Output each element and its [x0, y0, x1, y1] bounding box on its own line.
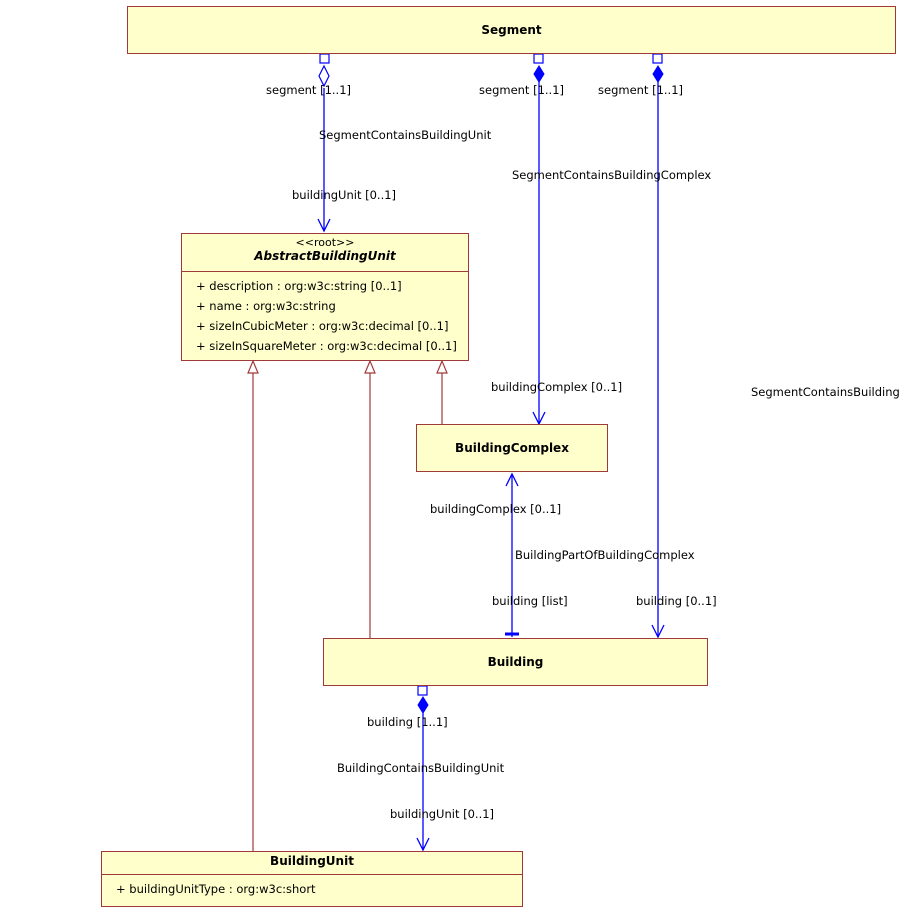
class-header: BuildingUnit [102, 852, 522, 875]
attribute: + buildingUnitType : org:w3c:short [116, 882, 316, 896]
association-name: BuildingPartOfBuildingComplex [515, 548, 695, 562]
role-label: segment [1..1] [479, 83, 565, 97]
attribute-list: + description : org:w3c:string [0..1] + … [182, 272, 468, 356]
attribute: + sizeInSquareMeter : org:w3c:decimal [0… [196, 339, 457, 353]
generalization-arrowhead [364, 359, 376, 374]
role-label: buildingComplex [0..1] [491, 380, 623, 394]
association-name: SegmentContainsBuildingUnit [319, 128, 492, 142]
port-square [417, 685, 428, 696]
arrowhead-open [651, 624, 665, 639]
arrowhead-open [505, 472, 519, 487]
attribute: + name : org:w3c:string [196, 299, 336, 313]
class-building-complex[interactable]: BuildingComplex [416, 424, 608, 472]
generalization-arrowhead [436, 359, 448, 374]
arrowhead-open [317, 218, 331, 233]
arrowhead-open [416, 837, 430, 852]
role-label: buildingUnit [0..1] [390, 807, 495, 821]
role-label: segment [1..1] [266, 83, 352, 97]
role-label: building [list] [492, 594, 568, 608]
attribute-list: + buildingUnitType : org:w3c:short [102, 875, 522, 899]
class-building-unit[interactable]: BuildingUnit + buildingUnitType : org:w3… [101, 851, 523, 907]
association-name: SegmentContainsBuildingComplex [512, 168, 712, 182]
role-label: segment [1..1] [598, 83, 684, 97]
role-label: buildingUnit [0..1] [292, 188, 397, 202]
class-name: BuildingUnit [270, 854, 354, 868]
association-name: BuildingContainsBuildingUnit [337, 761, 505, 775]
class-abstract-building-unit[interactable]: <<root>> AbstractBuildingUnit + descript… [181, 233, 469, 361]
attribute: + sizeInCubicMeter : org:w3c:decimal [0.… [196, 319, 449, 333]
attribute: + description : org:w3c:string [0..1] [196, 279, 402, 293]
association-name: SegmentContainsBuilding [751, 385, 900, 399]
composition-diamond [533, 65, 545, 83]
class-name: BuildingComplex [455, 441, 569, 455]
class-name: Segment [481, 23, 542, 37]
composition-diamond [652, 65, 664, 83]
class-header: <<root>> AbstractBuildingUnit [182, 234, 468, 272]
class-building[interactable]: Building [323, 638, 708, 686]
stereotype: <<root>> [295, 236, 355, 249]
class-name: AbstractBuildingUnit [254, 249, 396, 263]
class-name: Building [487, 655, 544, 669]
generalization-arrowhead [247, 359, 259, 374]
aggregation-diamond [318, 64, 330, 88]
composition-diamond [417, 696, 429, 714]
port-square [533, 53, 544, 64]
class-segment[interactable]: Segment [127, 6, 896, 54]
role-label: buildingComplex [0..1] [430, 502, 562, 516]
role-label: building [1..1] [367, 715, 448, 729]
role-label: building [0..1] [636, 594, 717, 608]
port-square [652, 53, 663, 64]
port-square [319, 53, 330, 64]
